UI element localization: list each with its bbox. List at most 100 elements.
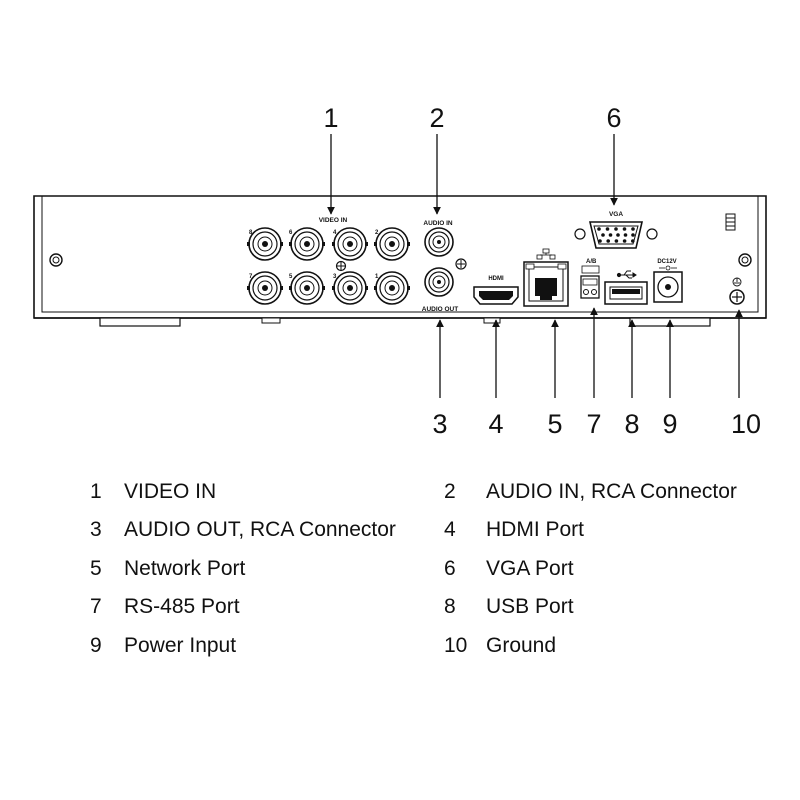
- network-port: [523, 248, 569, 307]
- rear-panel-diagram: VIDEO IN 8 6 4 2 7 5 3 1 AUDIO IN AUDI: [33, 103, 767, 439]
- legend-item: 6 VGA Port: [444, 557, 574, 581]
- legend: 1 VIDEO IN 2 AUDIO IN, RCA Connector 3 A…: [0, 470, 800, 670]
- audio-out-rca-connector: [424, 267, 454, 297]
- legend-item: 5 Network Port: [90, 557, 245, 581]
- bnc-label-4: 4: [333, 230, 337, 236]
- bnc-label-3: 3: [333, 274, 337, 280]
- vga-label: VGA: [609, 211, 623, 218]
- vga-pins: [597, 227, 635, 243]
- hdmi-port: HDMI: [473, 276, 519, 305]
- legend-item: 2 AUDIO IN, RCA Connector: [444, 480, 737, 504]
- audio-in-label: AUDIO IN: [423, 220, 453, 227]
- callout-7: 7: [586, 409, 601, 439]
- leader-lines: [327, 134, 743, 398]
- audio-screw-icon: [455, 258, 467, 270]
- usb-port: [604, 270, 648, 305]
- bnc-label-6: 6: [289, 230, 293, 236]
- bnc-label-8: 8: [249, 230, 253, 236]
- vga-pin: [622, 227, 627, 231]
- vga-pin: [606, 239, 610, 243]
- vga-pin: [598, 239, 602, 243]
- legend-label: Network Port: [124, 557, 246, 580]
- legend-number: 4: [444, 518, 456, 541]
- power-input: DC12V: [653, 259, 683, 303]
- vga-pin: [597, 227, 601, 231]
- vga-pin: [631, 227, 635, 231]
- bnc-connector: [247, 227, 283, 261]
- callout-1: 1: [323, 103, 338, 133]
- legend-number: 5: [90, 557, 102, 580]
- audio-group: AUDIO IN AUDIO OUT: [422, 220, 467, 313]
- legend-number: 6: [444, 557, 456, 580]
- legend-item: 3 AUDIO OUT, RCA Connector: [90, 518, 396, 542]
- legend-number: 3: [90, 518, 102, 541]
- network-icon: [536, 248, 556, 260]
- bnc-connector: [289, 271, 325, 305]
- right-screw-icon: [738, 253, 752, 267]
- legend-number: 1: [90, 480, 102, 503]
- callout-10: 10: [731, 409, 761, 439]
- callout-2: 2: [429, 103, 444, 133]
- audio-out-label: AUDIO OUT: [422, 306, 459, 313]
- legend-label: VIDEO IN: [124, 480, 217, 503]
- center-screw-icon: [335, 260, 347, 272]
- video-in-label: VIDEO IN: [319, 217, 348, 224]
- callout-6: 6: [606, 103, 621, 133]
- usb-icon: [616, 270, 637, 279]
- bnc-connector: [289, 227, 325, 261]
- vent: [725, 213, 736, 231]
- legend-item: 1 VIDEO IN: [90, 480, 216, 504]
- bnc-connector: [374, 227, 410, 261]
- legend-number: 9: [90, 634, 102, 657]
- bnc-label-7: 7: [249, 274, 253, 280]
- legend-label: Power Input: [124, 634, 237, 657]
- vga-pin: [631, 233, 635, 237]
- bnc-label-1: 1: [375, 274, 379, 280]
- vga-pin: [601, 233, 605, 237]
- vga-pin: [608, 233, 613, 237]
- video-in-group: VIDEO IN 8 6 4 2 7 5 3 1: [247, 217, 410, 305]
- legend-number: 8: [444, 595, 456, 618]
- audio-in-rca-connector: [424, 227, 454, 257]
- legend-item: 8 USB Port: [444, 595, 574, 619]
- callout-4: 4: [488, 409, 503, 439]
- vga-pin: [614, 239, 619, 243]
- left-screw-icon: [49, 253, 63, 267]
- polarity-icon: [659, 265, 677, 271]
- vga-pin: [622, 239, 627, 243]
- hdmi-label: HDMI: [488, 276, 504, 282]
- callout-9: 9: [662, 409, 677, 439]
- rs485-label: A/B: [586, 259, 597, 265]
- legend-label: Ground: [486, 634, 557, 657]
- legend-item: 4 HDMI Port: [444, 518, 584, 542]
- bnc-connector: [332, 227, 368, 261]
- legend-label: VGA Port: [486, 557, 574, 580]
- legend-label: HDMI Port: [486, 518, 585, 541]
- legend-number: 7: [90, 595, 102, 618]
- legend-label: AUDIO IN, RCA Connector: [486, 480, 737, 503]
- callout-numbers: 1 2 6 3 4 5 7 8 9 10: [323, 103, 761, 439]
- legend-number: 10: [444, 634, 468, 657]
- legend-number: 2: [444, 480, 456, 503]
- legend-item: 9 Power Input: [90, 634, 236, 658]
- power-label: DC12V: [657, 259, 676, 265]
- bnc-connector: [374, 271, 410, 305]
- legend-label: USB Port: [486, 595, 574, 618]
- legend-label: AUDIO OUT, RCA Connector: [124, 518, 396, 541]
- callout-3: 3: [432, 409, 447, 439]
- vga-pin: [614, 227, 618, 231]
- ground-icon: [732, 277, 742, 287]
- bnc-label-5: 5: [289, 274, 293, 280]
- vga-pin: [616, 233, 620, 237]
- vga-pin: [623, 233, 628, 237]
- rs485-port: A/B: [580, 259, 600, 299]
- bnc-connector: [332, 271, 368, 305]
- vga-pin: [605, 227, 610, 231]
- legend-item: 7 RS-485 Port: [90, 595, 240, 619]
- chassis: [33, 195, 767, 327]
- callout-5: 5: [547, 409, 562, 439]
- bnc-connectors: [247, 227, 410, 305]
- callout-8: 8: [624, 409, 639, 439]
- bnc-connector: [247, 271, 283, 305]
- vga-port: VGA: [574, 211, 658, 249]
